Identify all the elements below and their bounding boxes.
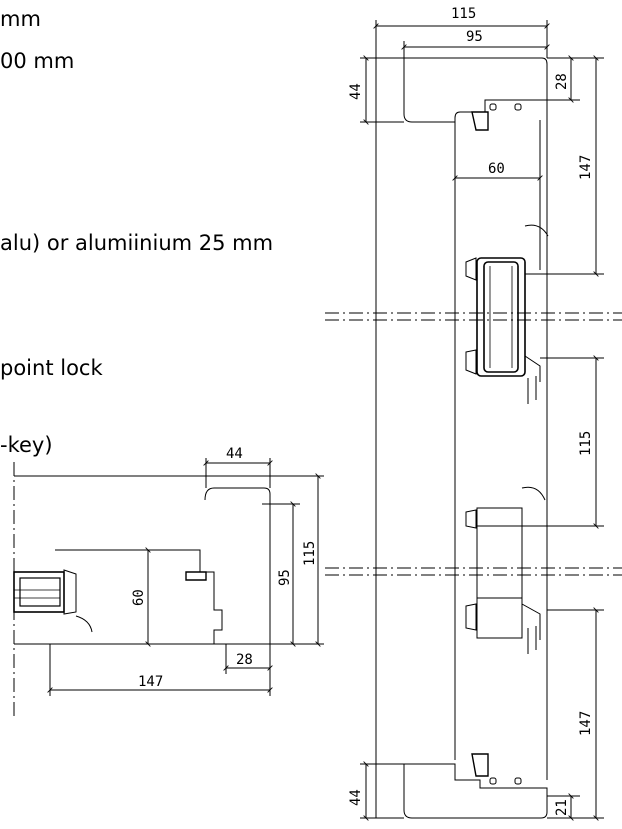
vertical-dimension-lines — [360, 20, 604, 821]
spec-line-1: mm — [0, 7, 41, 31]
spec-line-5: -key) — [0, 433, 53, 457]
dim-bottom-offset: 21 — [554, 799, 570, 816]
dim-frame-depth: 44 — [226, 446, 243, 462]
dim-horizontal-length: 147 — [138, 674, 163, 690]
horizontal-section — [13, 475, 310, 645]
dim-frame-width-top: 95 — [466, 29, 483, 45]
dim-upper-height: 147 — [578, 155, 594, 180]
dim-lower-height: 147 — [578, 711, 594, 736]
spec-line-2: 00 mm — [0, 49, 75, 73]
dim-sash-depth: 60 — [488, 161, 505, 177]
dim-horizontal-offset: 28 — [236, 652, 253, 668]
horizontal-dimension-lines — [47, 458, 324, 696]
spec-line-4: point lock — [0, 356, 103, 380]
dim-top-offset: 28 — [554, 73, 570, 90]
spec-line-3: alu) or alumiinium 25 mm — [0, 231, 274, 255]
dim-middle-height: 115 — [578, 431, 594, 456]
dim-bottom-frame-height: 44 — [348, 789, 364, 806]
section-cut-lines — [13, 312, 622, 720]
dim-horizontal-total-width: 115 — [302, 541, 318, 566]
vertical-section — [375, 57, 549, 819]
dim-total-width-top: 115 — [451, 6, 476, 22]
dim-horizontal-sash-depth: 60 — [131, 589, 147, 606]
dim-top-frame-height: 44 — [348, 83, 364, 100]
dim-horizontal-frame-width: 95 — [277, 569, 293, 586]
